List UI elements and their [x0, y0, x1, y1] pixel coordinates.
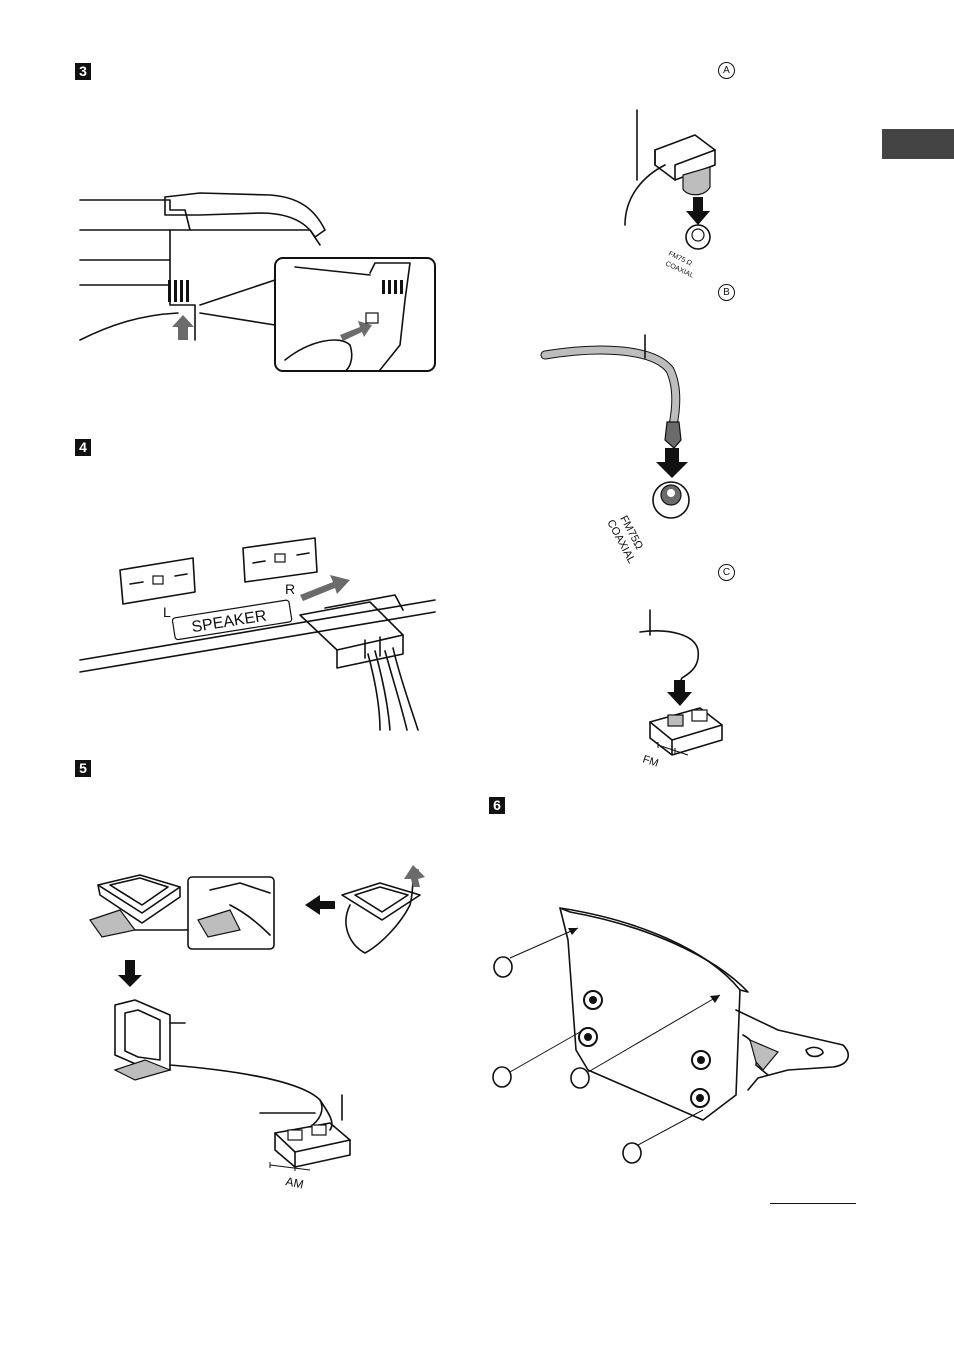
- arrow-down-icon: [656, 448, 688, 478]
- foot-pad: [622, 1142, 642, 1164]
- figure-a-illustration: FM75 Ω COAXIAL: [624, 109, 716, 280]
- arrow-down-icon: [686, 197, 710, 225]
- rotate-arrow-icon: [404, 865, 425, 887]
- step-5-illustration: AM: [89, 865, 425, 1192]
- callout-a: A: [718, 62, 735, 79]
- arrow-left-icon: [300, 575, 350, 601]
- foot-pad: [570, 1067, 590, 1089]
- right-channel-label: R: [285, 581, 295, 597]
- foot-pad: [492, 1066, 512, 1088]
- step-4-illustration: L R SPEAKER: [79, 537, 436, 731]
- step-3-badge: 3: [75, 63, 91, 80]
- figure-c-illustration: FM: [639, 609, 723, 770]
- foot-pad: [493, 956, 513, 978]
- arrow-up-icon: [172, 315, 194, 340]
- step-5-badge: 5: [75, 760, 91, 777]
- callout-b: B: [718, 284, 735, 301]
- am-label: AM: [284, 1174, 305, 1191]
- arrow-left-icon: [305, 895, 335, 915]
- step-6-badge: 6: [489, 797, 505, 814]
- figure-b-illustration: FM75Ω COAXIAL: [540, 334, 690, 566]
- step-3-illustration: [79, 192, 436, 372]
- fm-label: FM: [641, 753, 660, 769]
- step-4-badge: 4: [75, 439, 91, 456]
- vent-slots: [168, 280, 189, 302]
- callout-c: C: [718, 564, 735, 581]
- detail-inset: [274, 257, 436, 372]
- step-6-illustration: [492, 907, 849, 1164]
- arrow-down-icon: [667, 680, 692, 706]
- left-channel-label: L: [163, 604, 171, 620]
- footer-rule: [770, 1203, 856, 1204]
- arrow-down-icon: [118, 960, 142, 987]
- arrow-right-icon: [340, 321, 372, 341]
- section-tab: [882, 129, 954, 159]
